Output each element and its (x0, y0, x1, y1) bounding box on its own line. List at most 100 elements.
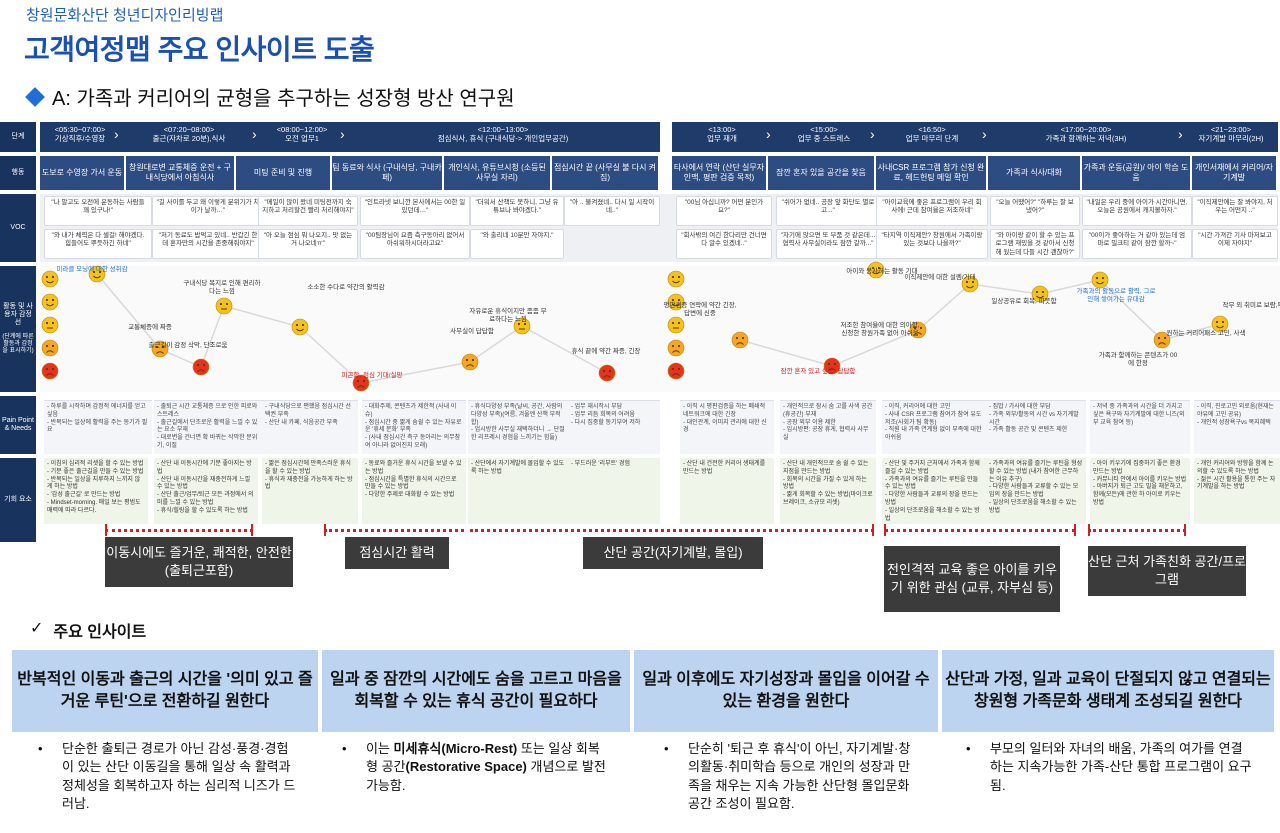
voc-quote: "00이가 좋아하는 거 같아 있는데 엄마로 밀크티 같이 잠깐 할까~" (1082, 229, 1192, 259)
action-cell: 미팅 준비 및 진행 (236, 156, 332, 190)
voc-quote: "와 아이랑 같이 할 수 있는 프로그램 재밌을 것 같아서 신청해 뒀는데 … (990, 229, 1080, 259)
pain-point-cell: - 하루를 시작하며 감정적 에너지를 얻고 싶음 - 반복되는 일상에 활력을… (44, 400, 152, 454)
stage-time: <16:50> (918, 125, 946, 134)
stage-cell: <12:00~13:00>점심식사, 휴식 (구내식당-> 개인업무공간) (346, 122, 660, 152)
emotion-label: 미라클 모닝에 대한 성취감 (56, 266, 128, 273)
action-cell: 점심시간 끝 (사무실 불 다시 켜짐) (552, 156, 660, 190)
neutral-face-icon (513, 317, 531, 335)
chevron-right-icon: › (252, 126, 257, 142)
emotion-label: 소소한 수다로 약간의 활력감 (307, 284, 385, 291)
pain-point-cell: - 휴식다양성 부족(날씨, 공간, 사람의 다양성 부족)(여름, 겨울엔 산… (468, 400, 568, 454)
stage-cell: <13:00>업무 재개 (672, 122, 772, 152)
voc-quote: "회사밖의 여긴 한다리만 건너면 다 알수 있겠네.." (676, 229, 772, 259)
insight-bullet-2-post: 개념으로 발전 가능함. (366, 759, 606, 793)
row-label-opp: 기회 요소 (0, 458, 36, 542)
opportunity-cell: - 짧은 점심시간에 만족스러운 휴식을 할 수 있는 방법 - 휴식과 재충전… (262, 458, 358, 524)
highlight-bar (1088, 524, 1090, 536)
action-cell: 창원대로변 교통체증 운전 + 구내식당에서 아침식사 (126, 156, 236, 190)
stage-cell: <08:00~12:00>오전 업무1 (258, 122, 346, 152)
bullet-dot-icon: • (342, 741, 347, 756)
action-cell: 도보로 수영장 가서 운동 (40, 156, 126, 190)
opportunity-cell: - 산단 내 이동시간에 기분 좋아지는 방법 - 산단 내 이동시간을 재충전… (154, 458, 258, 524)
voc-quote: "더워서 산책도 못하니, 그냥 유튜브나 봐야겠다." (470, 196, 564, 226)
emotion-label: 아이와 봉사하는 활동 기대 (846, 268, 918, 275)
highlight-bar (324, 524, 326, 536)
stage-time: <13:00> (708, 125, 736, 134)
insight-bullet-3: • 단순히 '퇴근 후 휴식'이 아닌, 자기계발·창의활동·취미학습 등으로 … (664, 740, 916, 814)
happy-face-icon (88, 265, 106, 283)
voc-quote: "타지역 이직제안? 창원에서 가족이랑 있는 것보다 나을까?" (876, 229, 988, 259)
chevron-right-icon: › (982, 126, 987, 142)
row-label-emotion-main: 활동 및 사용자 감정선 (3, 302, 33, 327)
opportunity-cell: - 이침의 심리적 리셋을 할 수 있는 방법 - 기분 좋은 출근길을 만들 … (44, 458, 148, 524)
neutral-face-icon (667, 316, 685, 334)
emotion-label: 잠깐 혼자 있고 싶음, 답답함 (780, 368, 856, 375)
insight-card-4: 산단과 가정, 일과 교육이 단절되지 않고 연결되는 창원형 가족문화 생태계… (942, 650, 1274, 732)
row-label-emotion-sub: (단계에 따른 활동과 감정을 표시하기) (2, 333, 34, 355)
highlight-line-4 (884, 529, 1076, 532)
sad-face-icon (667, 339, 685, 357)
emotion-label: 휴식 끝에 약간 짜증, 긴장 (571, 348, 641, 355)
highlight-box-lunch: 점심시간 활력 (345, 537, 449, 569)
bullet-dot-icon: • (664, 741, 669, 756)
happy-face-icon (961, 275, 979, 293)
highlight-bar (105, 524, 107, 536)
insight-bullet-4: • 부모의 일터와 자녀의 배움, 가족의 여가를 연결하는 지속가능한 가족-… (966, 740, 1252, 795)
action-cell: 개인서재에서 커리어/자기계발 (1192, 156, 1278, 190)
angry-face-icon (598, 364, 616, 382)
action-cell: 사내CSR 프로그램 참가 신청 완료, 헤드헌팅 메일 확인 (876, 156, 988, 190)
voc-quote: "아 .. 불켜졌네.. 다시 일 시작이네.." (564, 196, 660, 226)
stage-cell: <15:00>업무 중 스트레스 (772, 122, 876, 152)
row-label-action: 행동 (0, 156, 36, 190)
insights-heading: ✓ 주요 인사이트 (30, 618, 146, 642)
sad-face-icon (909, 321, 927, 339)
insight-bullet-1: • 단순한 출퇴근 경로가 아닌 감성·풍경·경험이 있는 산단 이동길을 통해… (38, 740, 298, 814)
stage-time: <15:00> (810, 125, 838, 134)
page-title: 고객여정맵 주요 인사이트 도출 (24, 34, 375, 65)
chevron-right-icon: › (1178, 126, 1183, 142)
voc-quote: "와 내가 체력은 다 셀걸! 해야겠다. 힘들어도 뿌듯하긴 하네" (44, 229, 152, 259)
stage-cell: <17:00~20:00>가족과 함께하는 저녁(3H) (988, 122, 1184, 152)
bullet-dot-icon: • (966, 741, 971, 756)
action-cell: 팀 동료와 식사 (구내식당, 구내카페) (332, 156, 444, 190)
voc-quote: "저기 동료도 밥먹고 있네.. 반갑긴 한데 혼자만의 시간을 존중해줘야지" (152, 229, 264, 259)
check-icon: ✓ (30, 620, 44, 637)
action-cell: 가족과 운동(공원)/ 아이 학습 도움 (1082, 156, 1192, 190)
pain-point-cell: - 이직, 커리어에 대한 고민 - 사내 CSR 프로그램 참여가 참여 유도… (882, 400, 986, 454)
insight-bullet-2-bold1: 미세휴식(Micro-Rest) (393, 741, 518, 756)
chevron-right-icon: › (114, 126, 119, 142)
stage-time: <07:20~08:00> (163, 125, 215, 134)
journey-map: 단계 행동 VOC 활동 및 사용자 감정선 (단계에 따른 활동과 감정을 표… (0, 118, 1280, 550)
pain-point-cell: - 업무 재시작시 부담 - 업무 리듬 회복의 어려움 - 다시 집중할 동기… (568, 400, 660, 454)
stage-cell: <07:20~08:00>출근(자차로 20분),식사 (120, 122, 258, 152)
action-cell: 타사에서 연락 (산단 실무자 인맥, 평판 검증 목적) (672, 156, 768, 190)
angry-face-icon (192, 358, 210, 376)
emotion-label: 교통체증에 짜증 (128, 324, 172, 331)
emotion-area (40, 266, 1280, 392)
pain-point-cell: - 집밥 / 가사에 대한 부담 - 가족 외부/활동의 시간 vs 자기계발 … (986, 400, 1086, 454)
chevron-right-icon: › (340, 126, 345, 142)
voc-quote: "이직제안에는 잘 봐야지, 처우는 어떤지 .." (1192, 196, 1278, 226)
opportunity-cell: - 산단에서 자기계발에 몰입할 수 있도록 하는 방법 (468, 458, 568, 524)
angry-face-icon (667, 362, 685, 380)
stage-name: 오전 업무1 (285, 134, 319, 144)
stage-name: 점심식사, 휴식 (구내식당-> 개인업무공간) (437, 134, 569, 144)
sad-face-icon (731, 331, 749, 349)
insight-bullet-2-mid: 또는 일상 회복형 공간 (366, 741, 600, 775)
highlight-line-3 (470, 529, 874, 532)
voc-quote: "와 출리네 10분만 자야지." (470, 229, 564, 259)
insight-bullet-4-text: 부모의 일터와 자녀의 배움, 가족의 여가를 연결하는 지속가능한 가족-산단… (990, 741, 1252, 793)
neutral-face-icon (215, 297, 233, 315)
happy-face-icon (41, 293, 59, 311)
happy-face-icon (1211, 315, 1229, 333)
insight-bullet-2-pre: 이는 (366, 741, 394, 756)
stage-time: <21~23:00> (1210, 125, 1252, 134)
insight-card-1: 반복적인 이동과 출근의 시간을 '의미 있고 즐거운 루틴'으로 전환하길 원… (12, 650, 318, 732)
sad-face-icon (41, 339, 59, 357)
stage-time: <17:00~20:00> (1060, 125, 1112, 134)
highlight-bar (884, 524, 886, 536)
emotion-curve (41, 261, 1229, 392)
happy-face-icon (867, 261, 885, 279)
emotion-label: 피곤함, 점심 기대/실망 (341, 372, 403, 379)
emotion-label: 저조한 참여율에 대한 의아함, 신청한 창원가족 없어 아쉬움 (840, 322, 920, 337)
